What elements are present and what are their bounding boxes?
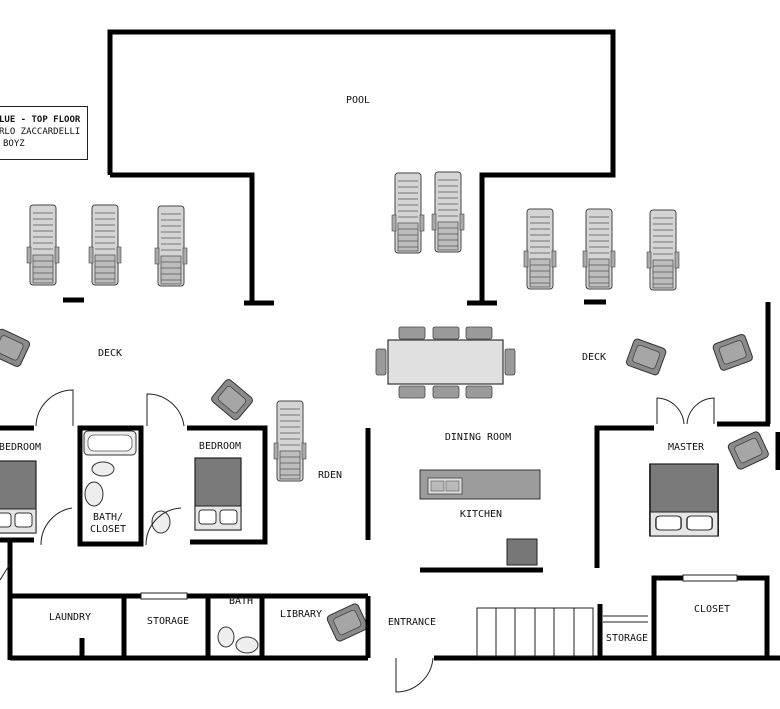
bed-center bbox=[194, 457, 242, 531]
lounger-9 bbox=[273, 400, 307, 482]
lounger-4 bbox=[391, 172, 425, 254]
toilet bbox=[91, 461, 115, 477]
label-bedroom-center: BEDROOM bbox=[199, 441, 241, 452]
label-bath-closet-2: CLOSET bbox=[90, 524, 126, 535]
dining-table bbox=[375, 326, 516, 399]
label-kitchen: KITCHEN bbox=[460, 509, 502, 520]
label-closet: CLOSET bbox=[694, 604, 730, 615]
pool-outline-left bbox=[110, 172, 255, 302]
label-entrance: ENTRANCE bbox=[388, 617, 436, 628]
bed-master bbox=[649, 463, 719, 537]
walls bbox=[0, 302, 780, 661]
label-master: MASTER bbox=[668, 442, 705, 453]
armchair-5 bbox=[726, 430, 771, 471]
label-bath-closet-1: BATH/ bbox=[93, 512, 123, 523]
pool-outline bbox=[107, 29, 616, 302]
armchair-6 bbox=[325, 602, 370, 643]
label-library: LIBRARY bbox=[280, 609, 322, 620]
label-bath: BATH bbox=[229, 596, 253, 607]
title-block: LUE - TOP FLOOR RLO ZACCARDELLI BOYZ bbox=[0, 106, 88, 160]
doors bbox=[0, 389, 738, 693]
label-deck-left: DECK bbox=[98, 348, 122, 359]
stove bbox=[506, 538, 538, 566]
armchair-1 bbox=[0, 327, 32, 369]
armchair-2 bbox=[209, 377, 255, 422]
label-bedroom-left: BEDROOM bbox=[0, 442, 41, 453]
label-dining-room: DINING ROOM bbox=[445, 432, 511, 443]
staircase bbox=[476, 607, 594, 657]
label-garden: RDEN bbox=[318, 470, 342, 481]
label-storage-left: STORAGE bbox=[147, 616, 189, 627]
title-line-1: LUE - TOP FLOOR bbox=[0, 115, 81, 125]
armchair-4 bbox=[711, 332, 755, 372]
lounger-2 bbox=[88, 204, 122, 286]
title-line-3: BOYZ bbox=[3, 139, 25, 149]
label-storage-right: STORAGE bbox=[606, 633, 648, 644]
label-deck-right: DECK bbox=[582, 352, 606, 363]
title-line-2: RLO ZACCARDELLI bbox=[0, 127, 81, 137]
lounger-6 bbox=[523, 208, 557, 290]
label-laundry: LAUNDRY bbox=[49, 612, 91, 623]
lounger-3 bbox=[154, 205, 188, 287]
lounger-8 bbox=[646, 209, 680, 291]
label-pool: POOL bbox=[346, 95, 370, 106]
armchair-3 bbox=[624, 337, 668, 377]
lounger-5 bbox=[431, 171, 465, 253]
bed-left bbox=[0, 460, 37, 534]
lounger-1 bbox=[26, 204, 60, 286]
lounger-7 bbox=[582, 208, 616, 290]
